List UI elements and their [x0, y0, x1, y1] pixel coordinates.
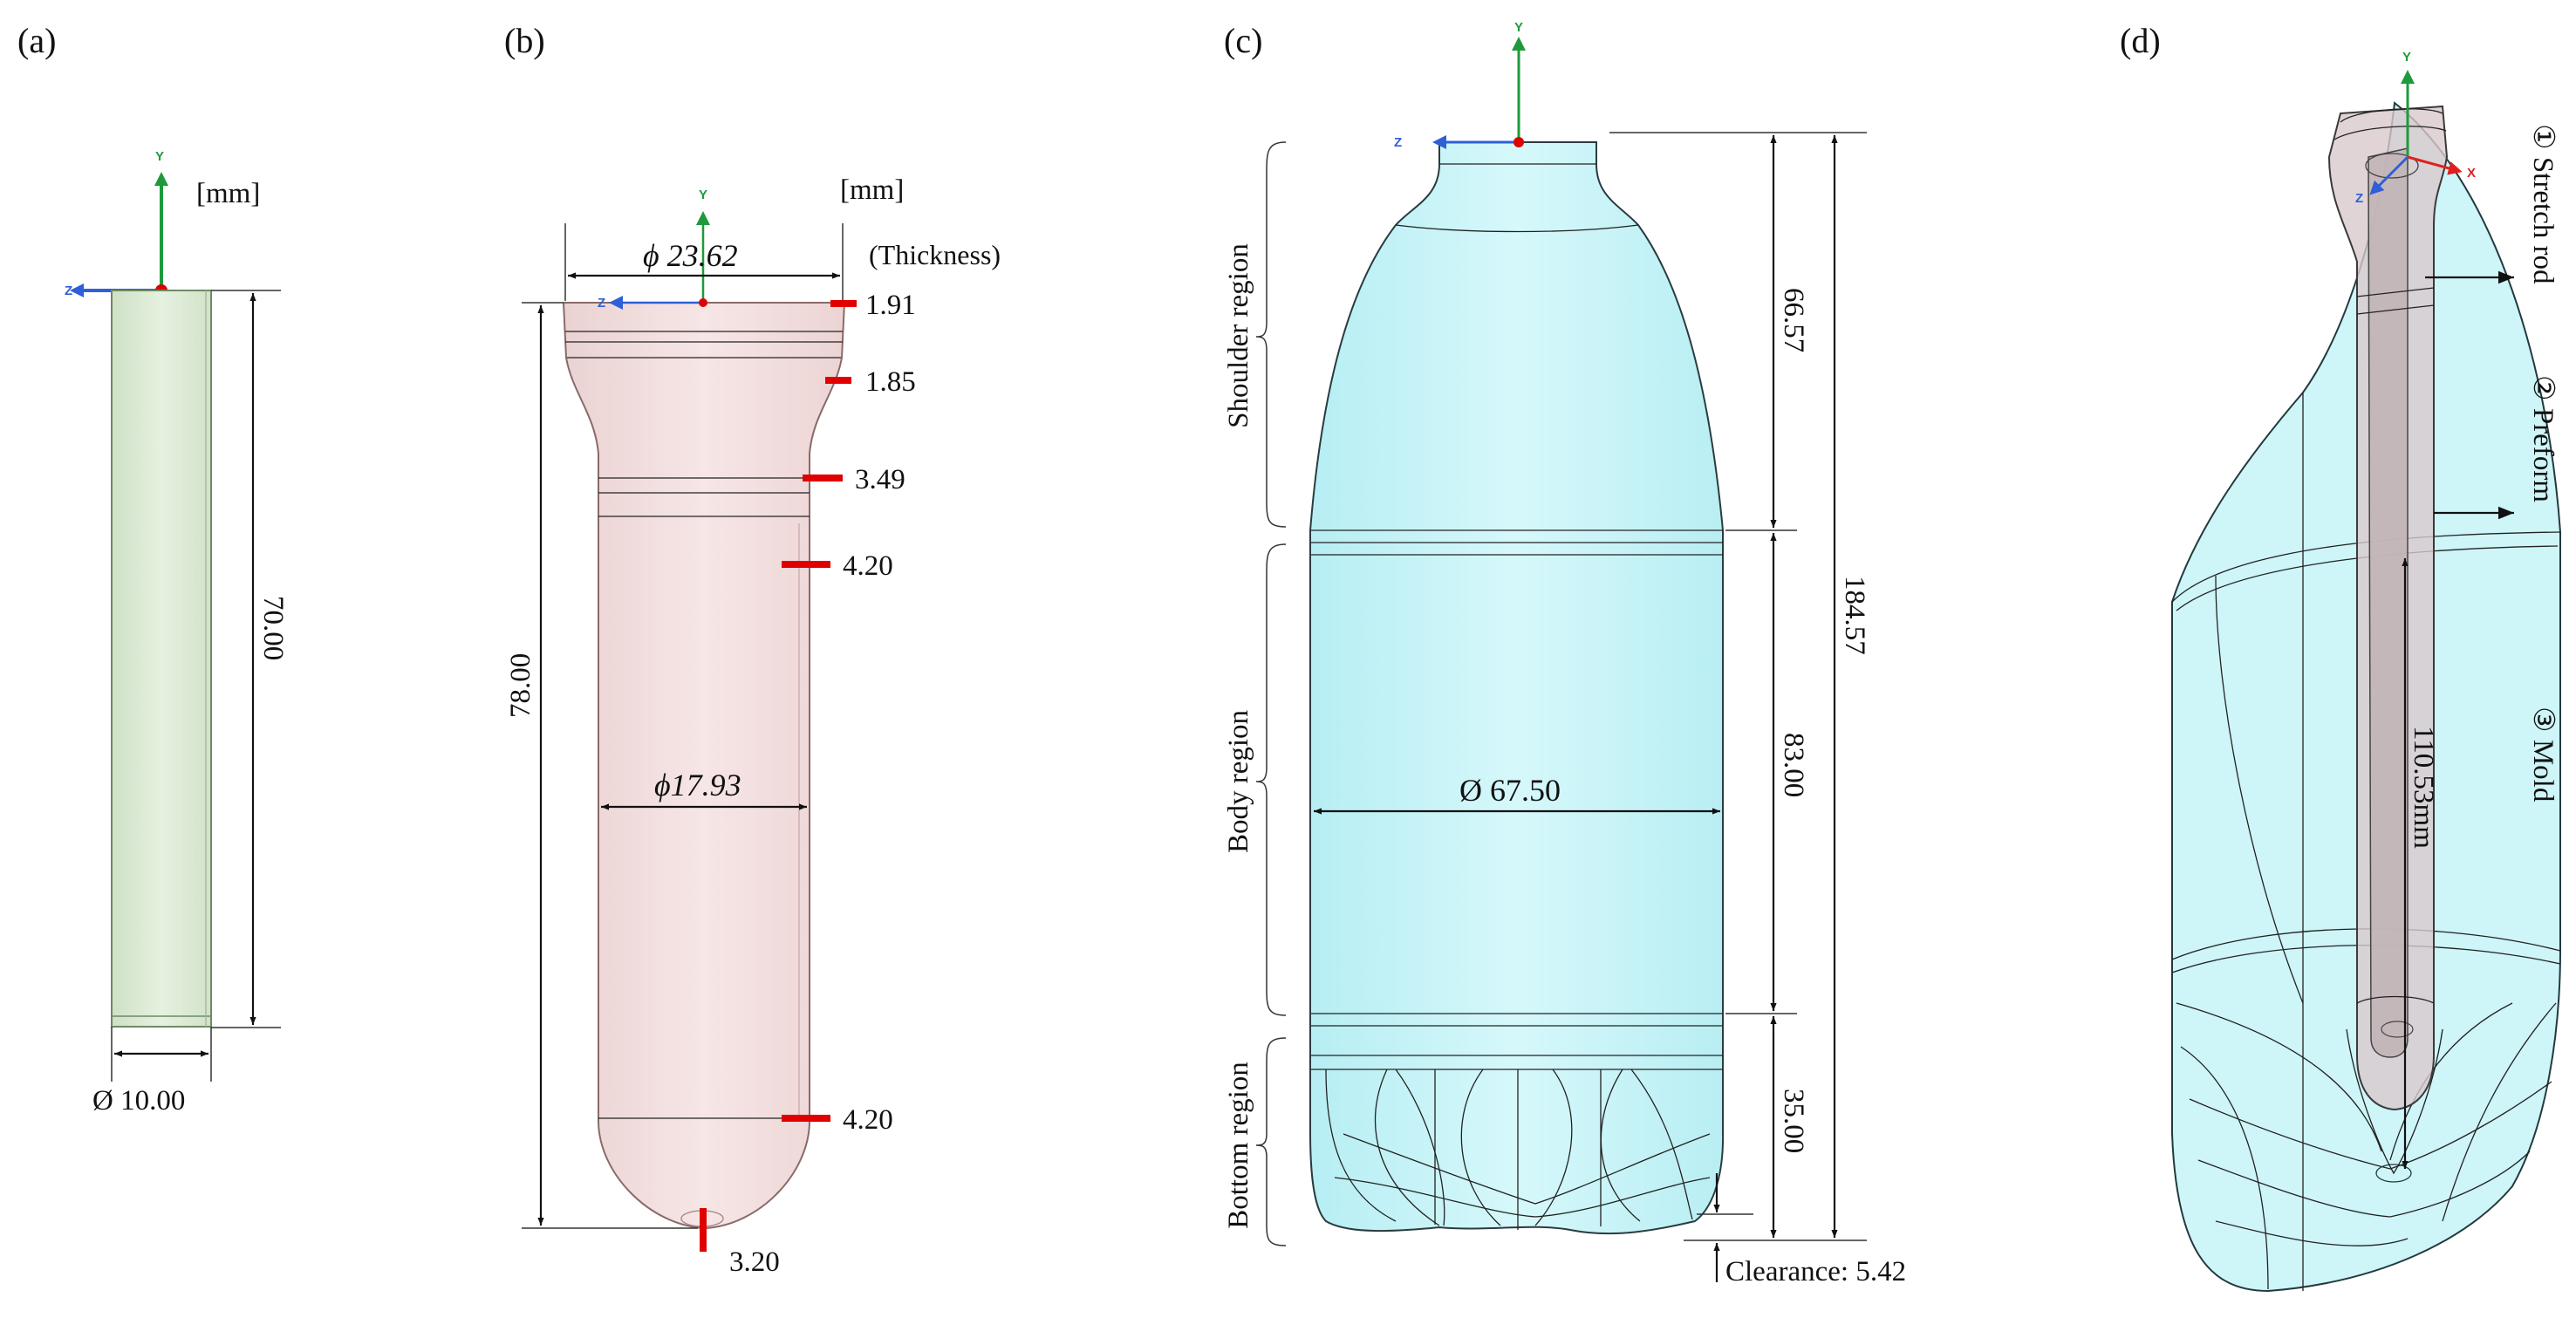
panel-c: (c) — [1223, 20, 1906, 1287]
panel-label-b: (b) — [504, 21, 545, 60]
x-axis-label: X — [2467, 166, 2476, 181]
preform-shape — [562, 302, 846, 1230]
body-diameter-value: ϕ17.93 — [654, 768, 741, 802]
panel-d: (d) — [2120, 21, 2561, 1293]
bottom-height-value: 35.00 — [1778, 1089, 1809, 1153]
height-value-b: 78.00 — [505, 653, 536, 718]
y-axis-label: Y — [2402, 50, 2411, 65]
thickness-header: (Thickness) — [869, 239, 1001, 270]
unit-label-a: [mm] — [196, 178, 260, 209]
panel-b: (b) [mm] (Thickness) Y Z — [504, 21, 1001, 1278]
body-height-value: 83.00 — [1778, 733, 1809, 797]
z-axis-label: Z — [2355, 191, 2363, 206]
region-braces: Shoulder region Body region Bottom regio… — [1223, 141, 1287, 1246]
thickness-value: 1.85 — [865, 366, 916, 398]
height-dimension-a: 70.00 — [211, 290, 289, 1028]
part-label-stretch-rod: ① Stretch rod — [2527, 124, 2559, 284]
height-value-a: 70.00 — [257, 596, 289, 660]
axis-triad-c: Y Z — [1394, 20, 1526, 150]
panel-label-a: (a) — [17, 21, 56, 60]
top-diameter-dimension: ϕ 23.62 — [564, 223, 844, 301]
clearance-dimension: Clearance: 5.42 — [1713, 1173, 1906, 1287]
total-height-value: 184.57 — [1839, 576, 1870, 655]
thickness-markers: 1.91 1.85 3.49 4.20 4.20 3.20 — [700, 290, 916, 1278]
thickness-value: 4.20 — [843, 550, 893, 582]
axis-triad-d: Y X Z — [2355, 50, 2476, 206]
y-axis-label: Y — [155, 149, 164, 164]
diameter-dimension-a: Ø 10.00 — [92, 1027, 212, 1117]
region-label: Shoulder region — [1223, 243, 1254, 428]
preform-and-rod-shape — [2327, 105, 2449, 1111]
height-dimensions-c: 66.57 83.00 35.00 184.57 — [1609, 132, 1870, 1241]
thickness-value: 1.91 — [865, 290, 916, 321]
origin-point — [699, 298, 707, 307]
z-axis-label: Z — [598, 296, 605, 311]
unit-label-b: [mm] — [840, 174, 904, 206]
part-label-mold: ③ Mold — [2527, 707, 2559, 802]
part-leaders — [2425, 270, 2514, 520]
diameter-dimension-c: Ø 67.50 — [1314, 773, 1720, 815]
y-axis-label: Y — [699, 188, 707, 202]
part-labels: ① Stretch rod ② Preform ③ Mold — [2527, 124, 2559, 802]
z-axis-label: Z — [65, 283, 72, 298]
shoulder-height-value: 66.57 — [1778, 288, 1809, 352]
panel-label-c: (c) — [1224, 21, 1262, 60]
bottle-shape — [1309, 141, 1725, 1235]
distance-value: 110.53mm — [2408, 726, 2439, 849]
x-axis-arrow — [2407, 155, 2463, 175]
body-diameter-dimension: ϕ17.93 — [601, 768, 807, 810]
y-axis-label: Y — [1514, 20, 1523, 35]
thickness-value: 3.20 — [729, 1246, 780, 1278]
thickness-value: 4.20 — [843, 1104, 893, 1136]
diameter-value-a: Ø 10.00 — [92, 1085, 185, 1117]
top-diameter-value: ϕ 23.62 — [643, 238, 738, 273]
thickness-value: 3.49 — [855, 464, 905, 495]
part-label-preform: ② Preform — [2527, 375, 2559, 502]
panel-a: (a) [mm] Y Z 70.00 Ø 10.00 — [17, 21, 289, 1117]
stretch-rod-shape — [111, 290, 212, 1028]
region-label: Body region — [1223, 710, 1254, 853]
clearance-value: Clearance: 5.42 — [1725, 1256, 1906, 1287]
diameter-value-c: Ø 67.50 — [1459, 773, 1561, 808]
panel-label-d: (d) — [2120, 21, 2161, 60]
z-axis-arrow — [2369, 155, 2409, 195]
region-label: Bottom region — [1223, 1062, 1254, 1229]
axis-triad-b: Y Z — [598, 188, 710, 311]
origin-point — [1513, 137, 1524, 147]
height-dimension-b: 78.00 — [505, 302, 698, 1229]
axis-triad-a: Y Z — [65, 149, 168, 298]
z-axis-label: Z — [1394, 135, 1402, 150]
distance-dimension-d: 110.53mm — [2402, 558, 2439, 1169]
